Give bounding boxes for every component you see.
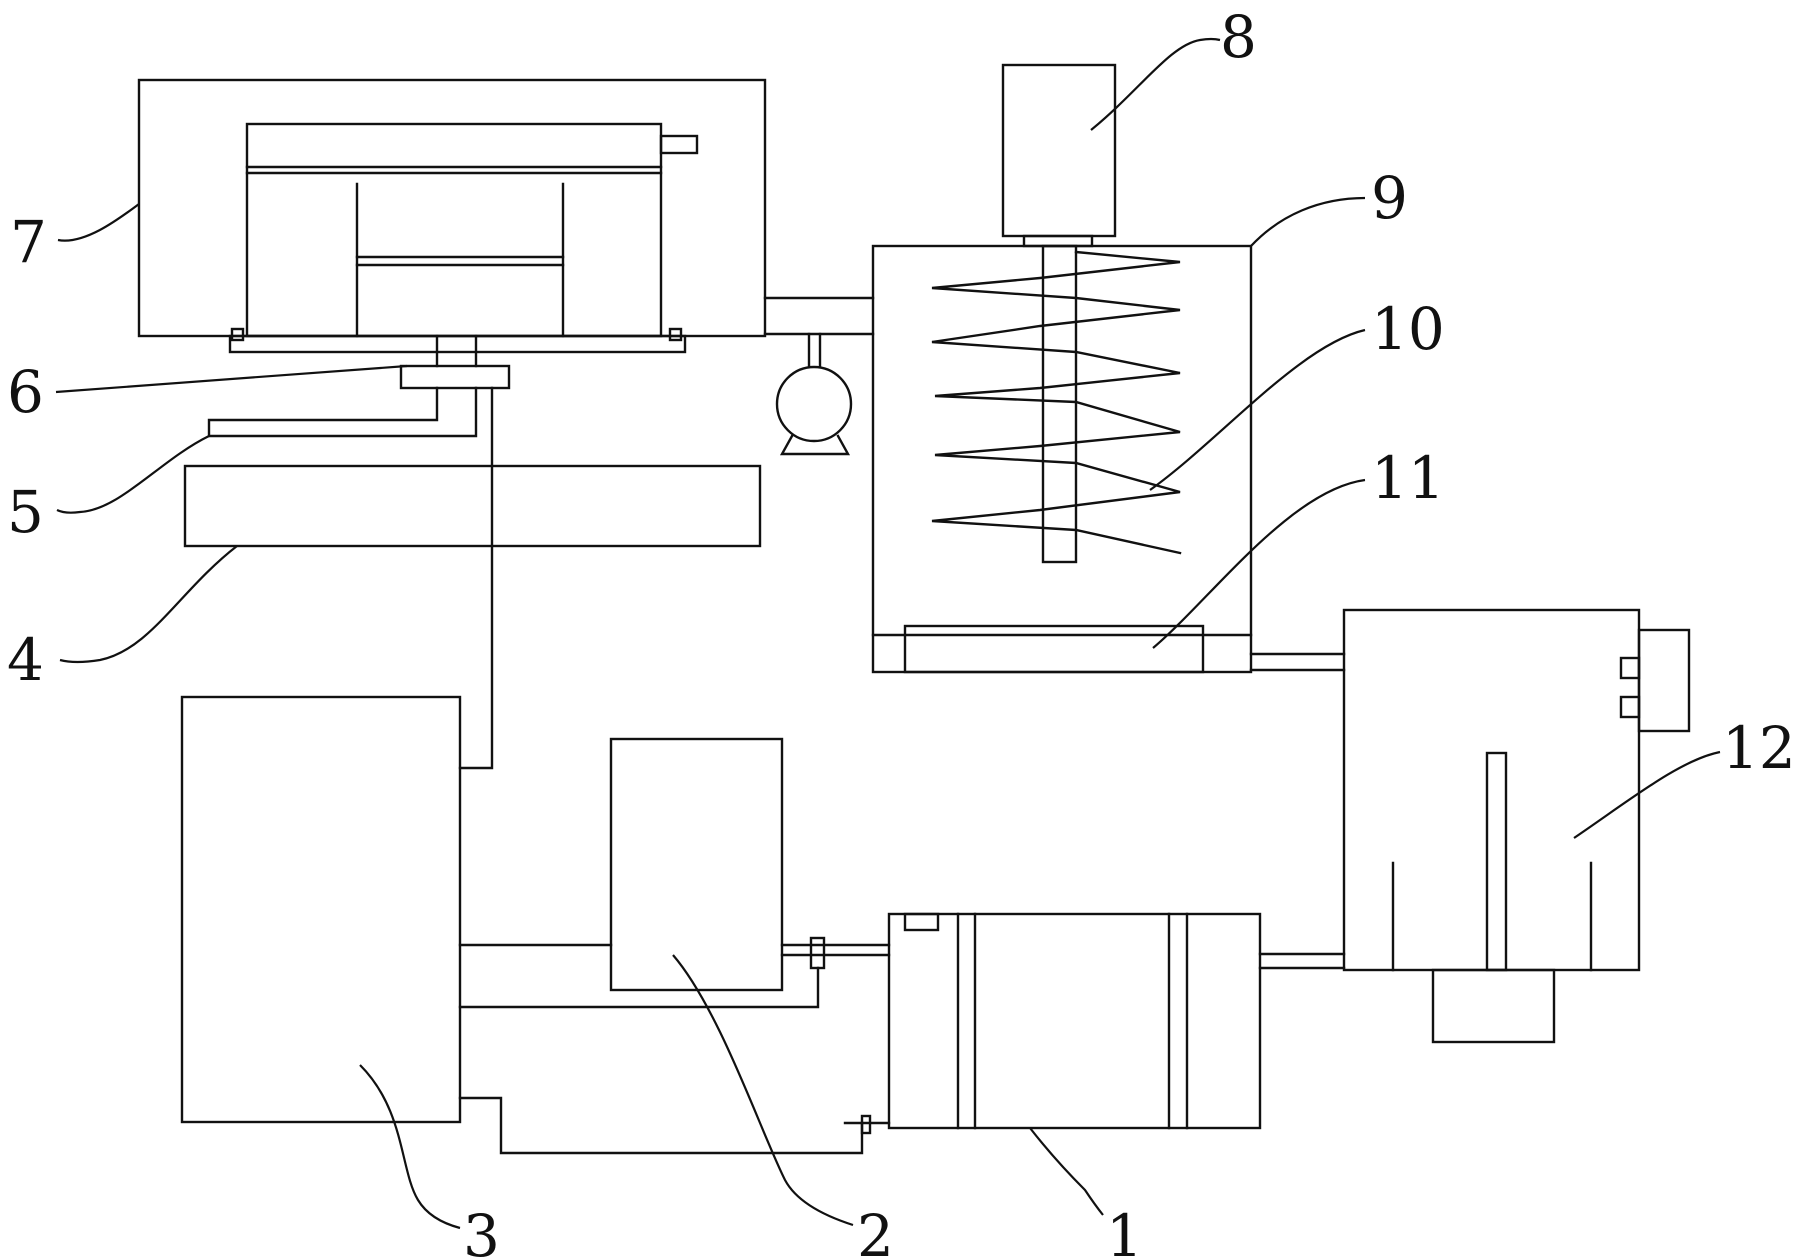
- label-11: 11: [1371, 444, 1445, 512]
- line-6-to-3: [458, 386, 494, 770]
- pipe-5: [207, 386, 478, 438]
- connector-6: [399, 364, 511, 390]
- tray-4: [183, 464, 762, 548]
- tank-1: [887, 912, 1262, 1130]
- label-10: 10: [1371, 295, 1445, 363]
- leader-12: [1573, 750, 1721, 839]
- leader-2: [672, 954, 854, 1227]
- label-4: 4: [7, 626, 44, 694]
- label-8: 8: [1220, 3, 1257, 71]
- label-7: 7: [10, 208, 47, 276]
- leader-lines: [55, 37, 1721, 1230]
- label-12: 12: [1722, 714, 1795, 782]
- motor-8: [1001, 63, 1117, 238]
- leader-10: [1149, 328, 1366, 491]
- pipe-9-12: [1249, 652, 1346, 672]
- heater-11: [903, 624, 1205, 674]
- cabinet-7: [137, 78, 767, 338]
- pipes-3-2-1: [458, 936, 891, 1155]
- label-5: 5: [7, 478, 44, 546]
- helical-blade-10: [931, 250, 1182, 555]
- leader-6: [55, 364, 408, 394]
- box-3: [180, 695, 462, 1124]
- label-1: 1: [1106, 1202, 1143, 1257]
- label-9: 9: [1371, 164, 1408, 232]
- leader-4: [59, 545, 238, 664]
- callout-labels: 1 2 3 4 5 6 7 8 9 10 11 12: [7, 3, 1795, 1257]
- label-6: 6: [7, 358, 44, 426]
- support-plate: [228, 327, 687, 368]
- leader-5: [56, 435, 210, 514]
- label-3: 3: [463, 1202, 500, 1257]
- pump: [775, 365, 853, 456]
- separator-12: [1342, 608, 1691, 1044]
- motor-coupling: [1022, 234, 1094, 248]
- pipe-1-12: [1258, 952, 1346, 970]
- box-2: [609, 737, 784, 992]
- leader-9: [1250, 196, 1366, 247]
- label-2: 2: [857, 1202, 894, 1257]
- leader-11: [1152, 478, 1366, 649]
- leader-3: [359, 1064, 461, 1230]
- duct-7-9: [763, 296, 875, 369]
- leader-7: [57, 203, 140, 242]
- leader-1: [1029, 1127, 1104, 1216]
- leader-8: [1090, 37, 1221, 131]
